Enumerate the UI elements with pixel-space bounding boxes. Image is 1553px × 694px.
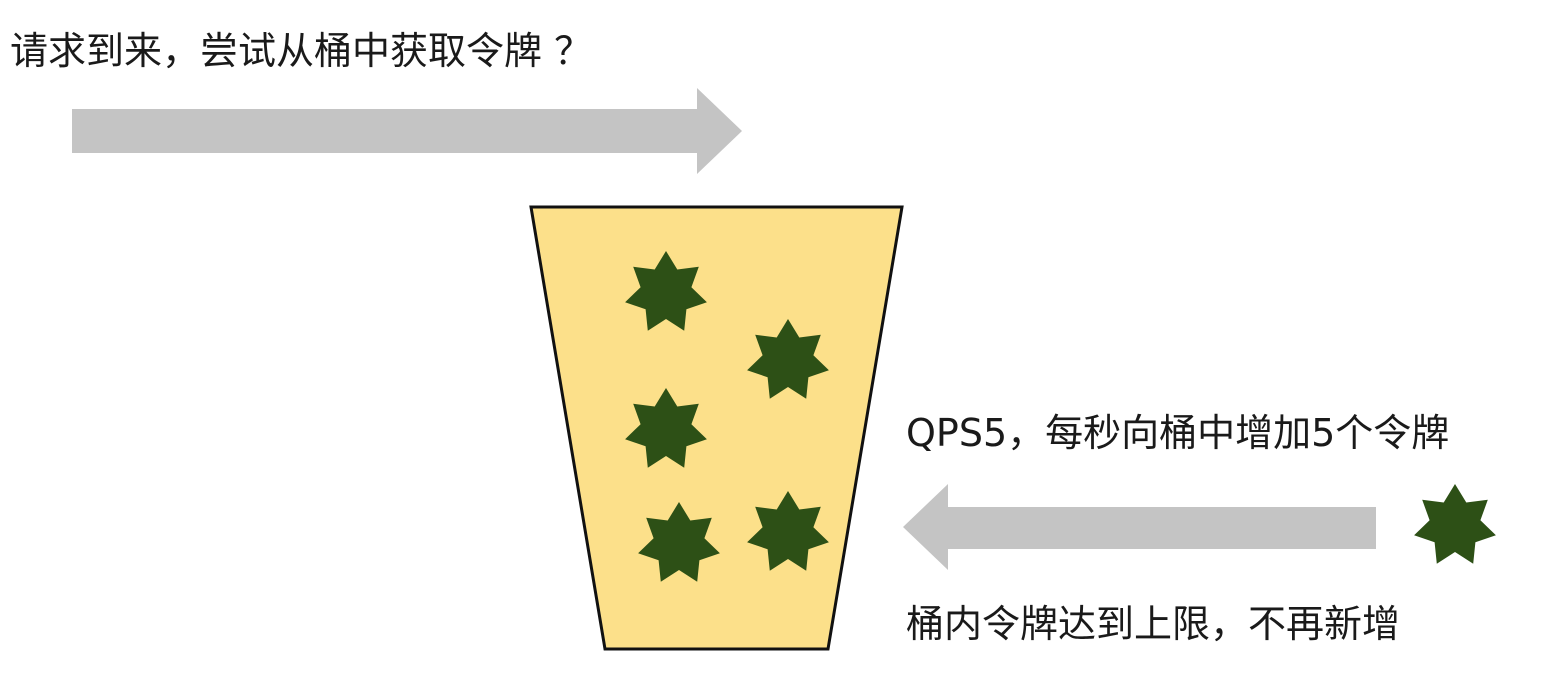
limit-label: 桶内令牌达到上限，不再新增 bbox=[906, 602, 1401, 646]
bucket-token-3 bbox=[625, 388, 707, 468]
bucket-token-5 bbox=[747, 491, 829, 571]
request-label: 请求到来，尝试从桶中获取令牌 ？ bbox=[10, 29, 593, 73]
bucket-token-1 bbox=[625, 251, 707, 331]
request-arrow-icon bbox=[72, 88, 742, 174]
incoming-token bbox=[1414, 484, 1496, 564]
bucket bbox=[529, 205, 904, 651]
qps-label: QPS5，每秒向桶中增加5个令牌 bbox=[906, 411, 1450, 455]
bucket-token-2 bbox=[747, 319, 829, 399]
bucket-token-4 bbox=[638, 502, 720, 582]
refill-arrow-icon bbox=[903, 484, 1376, 570]
